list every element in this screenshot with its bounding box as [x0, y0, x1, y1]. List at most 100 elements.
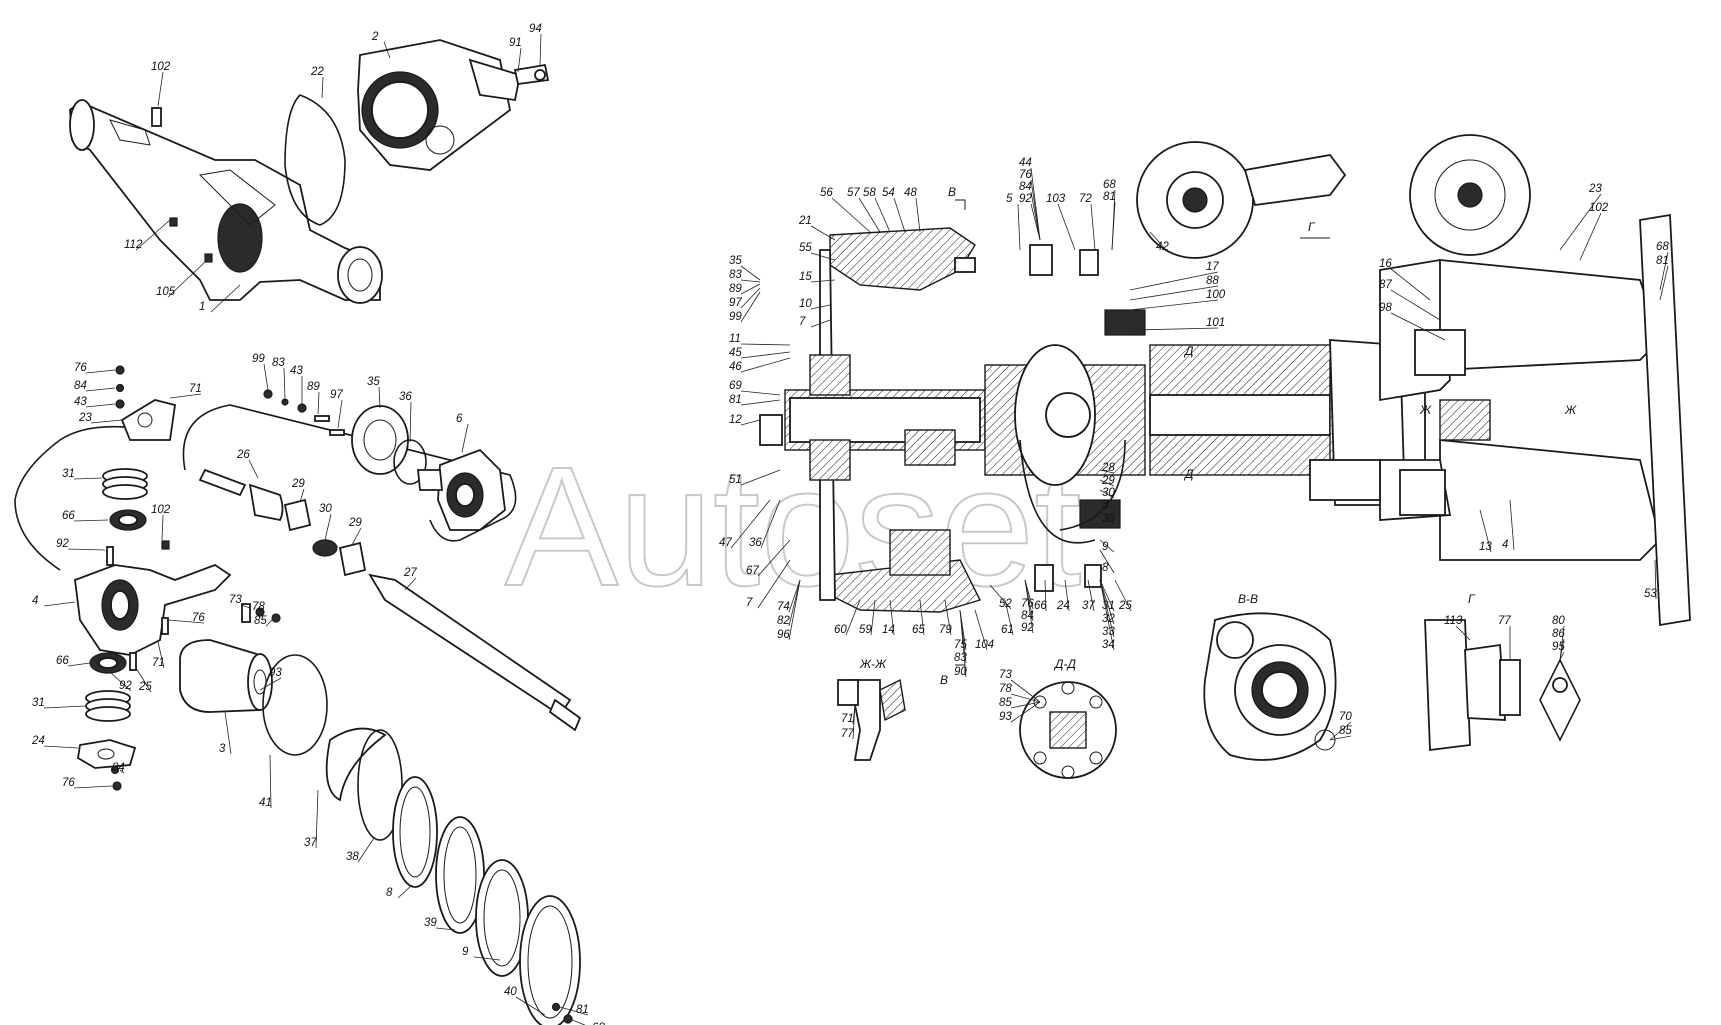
- part-callout-40: 40: [504, 986, 517, 998]
- part-callout-15: 15: [799, 271, 812, 283]
- part-callout-92: 92: [1019, 193, 1032, 205]
- part-callout-85: 85: [254, 615, 267, 627]
- leader-line: [1559, 638, 1565, 661]
- leader-line: [1099, 579, 1115, 625]
- part-callout-23: 23: [1588, 183, 1602, 195]
- part-callout-90: 90: [954, 666, 967, 678]
- leader-line: [1390, 312, 1446, 341]
- leader-line: [740, 469, 781, 486]
- part-callout-26: 26: [236, 449, 250, 461]
- part-callout-45: 45: [729, 347, 742, 359]
- shaft-exploded: [182, 389, 582, 1025]
- leader-line: [870, 599, 876, 636]
- part-callout-76: 76: [74, 362, 87, 374]
- leader-line: [810, 279, 836, 283]
- leader-line: [1004, 599, 1014, 636]
- part-callout-79: 79: [939, 624, 952, 636]
- part-callout-103: 103: [1046, 193, 1066, 205]
- part-callout-39: 39: [424, 917, 437, 929]
- leader-line: [757, 539, 791, 577]
- leader-line: [1099, 479, 1115, 487]
- part-callout-101: 101: [1206, 317, 1225, 329]
- part-callout-96: 96: [777, 629, 790, 641]
- part-callout-87: 87: [1379, 279, 1392, 291]
- part-callout-102: 102: [1589, 202, 1609, 214]
- part-callout-23: 23: [78, 412, 92, 424]
- part-callout-9: 9: [1102, 541, 1109, 553]
- part-callout-36: 36: [749, 537, 762, 549]
- leader-line: [944, 599, 952, 636]
- leader-line: [135, 219, 171, 251]
- leader-line: [1099, 489, 1115, 499]
- part-callout-38: 38: [1102, 513, 1115, 525]
- leader-line: [167, 619, 205, 624]
- leader-line: [1087, 579, 1095, 612]
- leader-line: [1044, 579, 1047, 612]
- part-callout-95: 95: [1552, 641, 1565, 653]
- leader-line: [852, 704, 856, 740]
- part-callout-44: 44: [1019, 157, 1032, 169]
- part-callout-104: 104: [975, 639, 994, 651]
- leader-line: [740, 287, 761, 309]
- leader-line: [974, 609, 988, 651]
- leader-line: [109, 671, 132, 692]
- part-callout-29: 29: [291, 478, 305, 490]
- leader-line: [1099, 579, 1115, 612]
- part-callout-66: 66: [62, 510, 75, 522]
- part-callout-41: 41: [259, 797, 272, 809]
- leader-line: [1129, 285, 1219, 301]
- leader-line: [317, 391, 320, 415]
- leader-line: [1099, 469, 1115, 474]
- mark-v-top: В: [948, 185, 956, 199]
- part-callout-86: 86: [1552, 628, 1565, 640]
- leader-line: [409, 401, 412, 443]
- leader-line: [324, 513, 332, 541]
- title-g: Г: [1468, 592, 1476, 606]
- leader-line: [1099, 509, 1115, 525]
- knuckle-exploded: [14, 365, 281, 791]
- part-callout-78: 78: [999, 683, 1012, 695]
- leader-line: [1111, 201, 1116, 251]
- part-callout-84: 84: [1019, 181, 1032, 193]
- part-callout-4: 4: [32, 595, 38, 607]
- leader-line: [299, 488, 305, 503]
- part-callout-36: 36: [399, 391, 412, 403]
- part-callout-24: 24: [31, 735, 45, 747]
- part-callout-37: 37: [1082, 600, 1095, 612]
- leader-line: [889, 599, 895, 636]
- title-bb: В-В: [1238, 592, 1258, 606]
- leader-line: [210, 284, 241, 313]
- part-callout-42: 42: [1156, 241, 1169, 253]
- part-callout-65: 65: [912, 624, 925, 636]
- part-callout-78: 78: [252, 601, 265, 613]
- leader-line: [1659, 251, 1669, 291]
- leader-line: [337, 399, 343, 429]
- leader-line: [1654, 559, 1657, 600]
- part-callout-35: 35: [729, 255, 742, 267]
- leader-line: [73, 519, 109, 522]
- leader-line: [1064, 579, 1070, 612]
- leader-line: [730, 499, 771, 549]
- leader-line: [989, 584, 1012, 610]
- part-callout-29: 29: [1101, 475, 1115, 487]
- part-callout-76: 76: [1021, 598, 1034, 610]
- mark-v-bottom: В: [940, 673, 948, 687]
- part-callout-2: 2: [371, 31, 379, 43]
- part-callout-17: 17: [1206, 261, 1219, 273]
- section-bb: [1203, 612, 1337, 761]
- part-callout-97: 97: [729, 297, 742, 309]
- leader-line: [263, 363, 269, 391]
- leader-line: [1017, 203, 1021, 251]
- part-callout-33: 33: [1102, 626, 1115, 638]
- part-callout-66: 66: [1034, 600, 1047, 612]
- leader-line: [90, 419, 123, 424]
- part-callout-72: 72: [1079, 193, 1092, 205]
- leader-line: [1659, 265, 1669, 301]
- part-callout-83: 83: [729, 269, 742, 281]
- leader-line: [788, 579, 801, 641]
- part-callout-113: 113: [1444, 615, 1463, 627]
- leader-line: [740, 357, 791, 373]
- part-callout-25: 25: [1118, 600, 1132, 612]
- part-callout-51: 51: [729, 474, 742, 486]
